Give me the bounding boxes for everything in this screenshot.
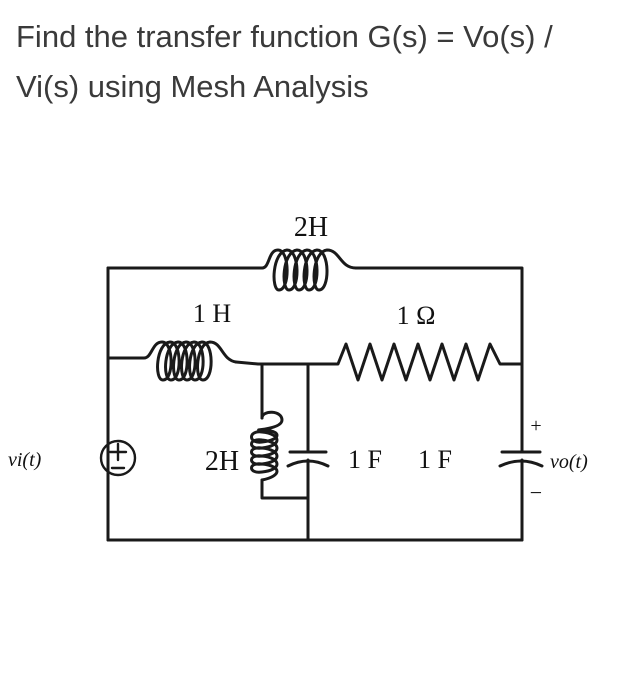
voltage-source — [99, 439, 137, 477]
node-wire-left — [234, 360, 264, 366]
question-line-1: Find the transfer function G(s) = Vo(s) … — [16, 19, 553, 54]
capacitor-2-label: 1 F — [418, 445, 452, 474]
top-inductor — [260, 248, 358, 292]
middle-inductor — [250, 362, 310, 500]
output-minus-sign: − — [530, 480, 542, 505]
top-inductor-label: 2H — [294, 212, 328, 243]
upper-left-inductor — [106, 340, 238, 382]
output-plus-sign: + — [530, 415, 541, 437]
middle-node-wire — [260, 362, 310, 394]
question-line-2: Vi(s) using Mesh Analysis — [16, 69, 369, 104]
top-wire — [106, 266, 524, 354]
question-text: Find the transfer function G(s) = Vo(s) … — [16, 12, 616, 112]
upper-left-inductor-label: 1 H — [193, 299, 232, 328]
resistor — [306, 342, 524, 382]
resistor-label: 1 Ω — [397, 301, 436, 330]
middle-inductor-label: 2H — [205, 446, 239, 477]
source-voltage-label: vi(t) — [8, 449, 42, 471]
capacitor-1 — [286, 390, 330, 542]
capacitor-2 — [498, 428, 544, 542]
output-voltage-label: vo(t) — [550, 451, 588, 473]
capacitor-1-label: 1 F — [348, 445, 382, 474]
